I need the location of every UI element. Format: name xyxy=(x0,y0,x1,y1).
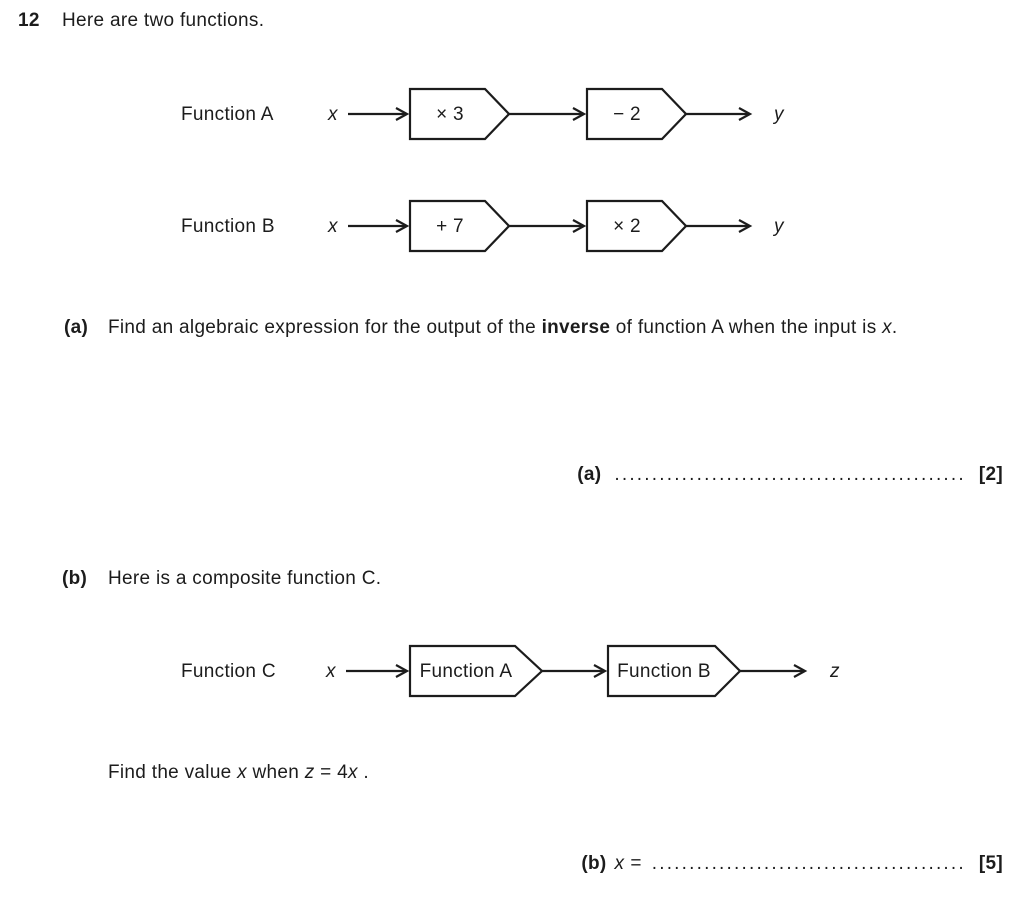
find-text-1: Find the value xyxy=(108,762,238,783)
find-variable-x2: x xyxy=(347,762,358,783)
function-b-stage1: + 7 xyxy=(436,216,464,237)
arrowhead-icon xyxy=(395,219,410,233)
arrowhead-icon xyxy=(572,107,587,121)
find-variable-z: z xyxy=(304,762,315,783)
part-a-text-2: of function A when the input is xyxy=(610,317,883,338)
part-a-label: (a) xyxy=(64,317,89,338)
function-c-box2-shape xyxy=(606,644,742,698)
part-b-label: (b) xyxy=(62,568,88,589)
function-a-diagram: Function A x × 3 − 2 y xyxy=(181,87,785,141)
arrowhead-icon xyxy=(395,664,410,678)
part-b-answer-label: (b) xyxy=(581,853,607,874)
function-b-output-variable: y xyxy=(772,216,785,237)
part-a-answer-label: (a) xyxy=(577,464,602,485)
question-intro: Here are two functions. xyxy=(62,10,265,31)
find-text-4: . xyxy=(357,762,369,783)
function-b-stage2: × 2 xyxy=(613,216,641,237)
part-a-marks: [2] xyxy=(978,464,1003,485)
function-b-input-variable: x xyxy=(327,216,339,237)
function-c-label: Function C xyxy=(181,661,276,682)
function-c-output-variable: z xyxy=(829,661,840,682)
function-a-stage2: − 2 xyxy=(613,104,641,125)
part-b-marks: [5] xyxy=(978,853,1003,874)
part-a-answer-dotted-line: ........................................… xyxy=(614,464,966,485)
function-c-input-variable: x xyxy=(325,661,337,682)
function-a-box1-shape xyxy=(408,87,511,141)
arrowhead-icon xyxy=(395,107,410,121)
part-b-answer-dotted-line: ........................................… xyxy=(651,853,966,874)
find-variable-x: x xyxy=(237,762,247,783)
find-text-2: when xyxy=(246,762,305,783)
function-a-label: Function A xyxy=(181,104,274,125)
function-b-label: Function B xyxy=(181,216,275,237)
function-a-output-variable: y xyxy=(772,104,785,125)
part-b-find-instruction: Find the value x when z = 4x . xyxy=(108,762,369,784)
part-b-answer-variable: x xyxy=(614,853,625,874)
part-b-answer-equals: = xyxy=(630,853,642,874)
function-b-diagram: Function B x + 7 × 2 y xyxy=(181,199,785,253)
arrowhead-icon xyxy=(793,664,808,678)
arrowhead-icon xyxy=(738,219,753,233)
part-a-text-variable: x xyxy=(882,317,892,338)
part-b-answer-row: (b) x = ................................… xyxy=(581,853,1003,875)
arrowhead-icon xyxy=(738,107,753,121)
part-a-text-3: . xyxy=(891,317,898,338)
function-b-box2-shape xyxy=(585,199,688,253)
part-a-answer-row: (a) ....................................… xyxy=(577,464,1003,486)
function-a-box2-shape xyxy=(585,87,688,141)
part-a-text-bold: inverse xyxy=(541,317,611,338)
question-number: 12 xyxy=(18,10,40,31)
function-a-stage1: × 3 xyxy=(436,104,464,125)
arrowhead-icon xyxy=(593,664,608,678)
function-c-stage2: Function B xyxy=(617,661,711,682)
part-b-intro: Here is a composite function C. xyxy=(108,568,382,589)
part-a-question: Find an algebraic expression for the out… xyxy=(108,317,897,339)
function-c-diagram: Function C x Function A Function B z xyxy=(181,644,840,698)
function-c-box1-shape xyxy=(408,644,544,698)
function-b-box1-shape xyxy=(408,199,511,253)
function-c-stage1: Function A xyxy=(420,661,513,682)
function-a-input-variable: x xyxy=(327,104,339,125)
arrowhead-icon xyxy=(572,219,587,233)
part-a-text-1: Find an algebraic expression for the out… xyxy=(108,317,542,338)
find-text-3: = 4 xyxy=(314,762,348,783)
